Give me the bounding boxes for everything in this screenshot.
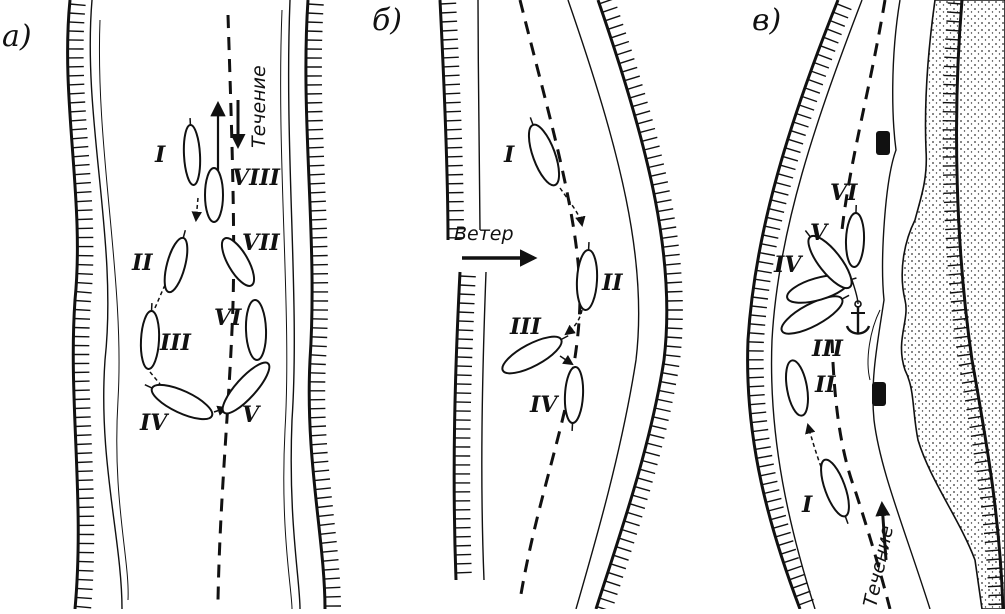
left-bank-a (68, 0, 79, 609)
shoal-v (901, 0, 1005, 609)
left-bank-ticks-a (68, 4, 95, 608)
panel-v-label: в) (752, 3, 781, 38)
vessel-position-b-II (575, 242, 599, 311)
anchor-icon (847, 301, 869, 334)
panel-b: б) Ветер (372, 0, 683, 609)
left-bank-b-lower (454, 272, 460, 580)
label-a-III: III (159, 330, 192, 356)
label-a-IV: IV (139, 410, 169, 436)
panel-v: в) Течение (748, 0, 1005, 609)
label-a-I: I (154, 142, 166, 168)
label-a-VIII: VIII (232, 165, 281, 191)
vessel-position-v-I (815, 456, 857, 527)
label-v-I: I (801, 492, 813, 518)
label-a-VI: VI (214, 305, 242, 331)
current-label-a: Течение (248, 65, 270, 148)
panel-a: а) Течение (2, 0, 341, 609)
right-bank-ticks-b (597, 0, 683, 609)
track-arrow-a1 (196, 198, 198, 220)
label-v-VI: VI (830, 180, 858, 206)
track-arrow-b3 (560, 356, 572, 364)
left-bank-b-upper (440, 0, 448, 240)
vessel-position-v-VI (845, 205, 865, 268)
panel-b-label: б) (372, 3, 402, 38)
right-shoreline-a2 (281, 10, 292, 609)
vessel-position-b-IV (563, 367, 584, 432)
label-b-IV: IV (529, 392, 559, 418)
vessel-position-a-VI (245, 300, 267, 361)
left-shoreline-b-upper (478, 0, 480, 230)
left-shoreline-a2 (99, 20, 128, 600)
label-b-III: III (509, 314, 542, 340)
label-v-III: III (811, 336, 844, 362)
vessel-position-a-VIII (205, 168, 223, 222)
track-arrow-a3 (150, 372, 160, 384)
label-v-V: V (810, 220, 829, 246)
fairway-b (520, 0, 580, 600)
label-a-VII: VII (242, 230, 280, 256)
vessel-position-a-II (160, 228, 194, 294)
track-arrow-a2 (152, 285, 165, 312)
label-a-V: V (242, 402, 261, 428)
left-shoreline-b-lower (482, 272, 486, 580)
buoy-icon (872, 382, 886, 406)
label-b-II: II (601, 270, 623, 296)
right-bank-a (306, 0, 325, 609)
label-a-II: II (131, 250, 153, 276)
left-bank-ticks-b-upper (440, 3, 464, 238)
label-v-II: II (814, 372, 836, 398)
right-shoreline-a (289, 0, 300, 609)
label-b-I: I (503, 142, 515, 168)
vessel-position-a-I (182, 118, 201, 186)
current-label-v: Течение (859, 524, 898, 609)
panel-a-label: а) (2, 19, 32, 54)
vessel-position-a-III (139, 303, 160, 370)
vessel-position-v-II (782, 359, 811, 418)
label-v-IV: IV (773, 252, 803, 278)
right-bank-b (596, 0, 667, 609)
buoy-icon (876, 131, 890, 155)
wind-label-b: Ветер (454, 223, 514, 245)
anchor-chain-v (852, 280, 858, 304)
